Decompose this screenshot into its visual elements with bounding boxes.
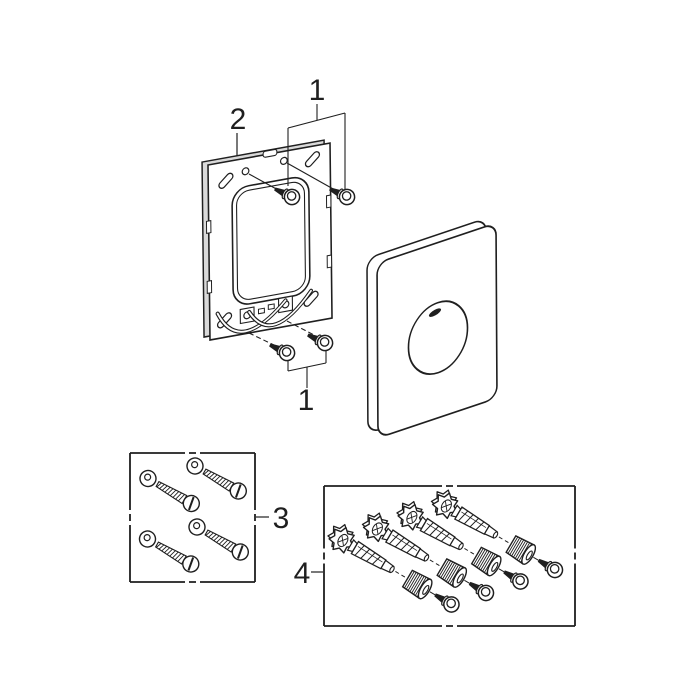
callout-top-screws-label: 1 — [309, 74, 326, 107]
frame-edge-notch — [326, 254, 333, 269]
callout-bracket-top — [287, 104, 346, 190]
kit-box-border — [323, 485, 576, 627]
wall-screw-with-washer — [183, 454, 251, 503]
frame-spring-clips — [215, 288, 313, 334]
frame-screw-hole — [241, 167, 250, 176]
wall-screw-with-washer — [135, 527, 203, 576]
wall-screw-with-washer — [185, 515, 253, 564]
frame-corner-slot — [218, 172, 234, 189]
brand-logo-mark — [428, 308, 442, 317]
mounting-screw — [265, 337, 298, 364]
top-screws: 1 — [248, 74, 358, 208]
frame-opening-inner-edge — [236, 181, 306, 300]
kit-box-border — [129, 452, 256, 583]
frame-screw-hole — [279, 156, 288, 165]
mounting-screw — [303, 327, 336, 354]
wall-screw-with-washer — [136, 466, 204, 516]
callout-bracket-bottom — [287, 349, 327, 388]
frame-opening — [231, 176, 311, 305]
callout-frame: 2 — [230, 103, 247, 156]
frame-top-tab — [262, 148, 278, 158]
frame-edge-notch — [325, 194, 332, 209]
callout-bottom-screws-label: 1 — [298, 384, 315, 417]
callout-screw-kit-label: 3 — [273, 502, 290, 535]
flush-plate — [366, 220, 498, 436]
frame-edge-notch — [205, 220, 212, 234]
callout-frame-label: 2 — [230, 103, 247, 136]
callout-bolt-kit-label: 4 — [294, 557, 311, 590]
frame-slot-cutout — [257, 307, 265, 315]
mounting-frame — [201, 139, 333, 341]
bottom-screws: 1 — [248, 320, 336, 417]
frame-edge-notch — [206, 280, 213, 294]
flush-button — [407, 300, 469, 375]
bolt-kit-box: 4 — [294, 485, 576, 627]
frame-slot-cutout — [267, 303, 275, 311]
screw-kit-box: 3 — [129, 452, 290, 583]
frame-corner-slot — [304, 151, 321, 168]
